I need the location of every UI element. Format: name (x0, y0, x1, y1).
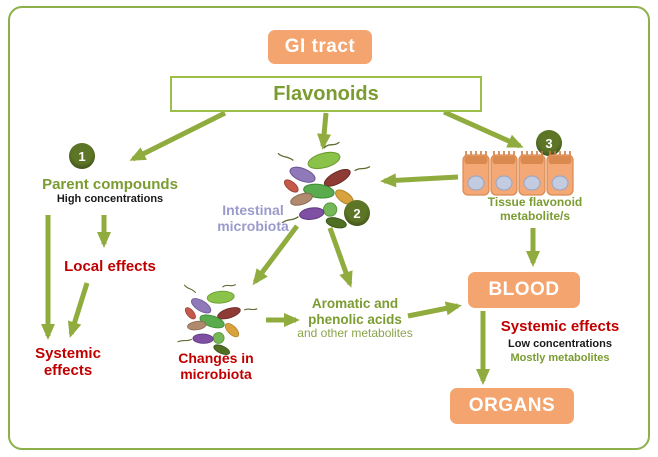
aromatic-phenolic-acids-label: Aromatic and phenolic acids (308, 296, 402, 327)
intestinal-microbiota-label: Intestinal microbiota (217, 202, 289, 235)
flavonoids-box: Flavonoids (170, 76, 482, 112)
parent-compounds-label: Parent compounds (42, 176, 178, 193)
changed-microbiota-illustration (172, 280, 262, 356)
systemic-effects-left-label: Systemic effects (35, 345, 101, 380)
flavonoids-label: Flavonoids (273, 82, 379, 105)
low-concentrations-label: Low concentrations (508, 338, 612, 351)
systemic-effects-right-label: Systemic effects (500, 318, 620, 335)
organs-label: ORGANS (468, 395, 556, 416)
systemic-right-block: Systemic effects Low concentrations Most… (490, 318, 630, 365)
tissue-cells-illustration (462, 150, 574, 196)
organs-box: ORGANS (450, 388, 574, 424)
step-1-badge: 1 (69, 143, 95, 169)
and-other-metabolites-label: and other metabolites (297, 326, 413, 341)
local-effects-label: Local effects (64, 258, 156, 275)
high-concentrations-label: High concentrations (56, 193, 164, 205)
step-3-badge: 3 (536, 130, 562, 156)
tissue-flavonoid-metabolites-label: Tissue flavonoid metabolite/s (487, 195, 583, 223)
gi-tract-label: GI tract (284, 36, 356, 57)
step-2-badge: 2 (344, 200, 370, 226)
blood-box: BLOOD (468, 272, 580, 308)
changes-in-microbiota-label: Changes in microbiota (178, 350, 254, 383)
mostly-metabolites-label: Mostly metabolites (510, 351, 610, 364)
diagram-border (8, 6, 650, 450)
gi-tract-box: GI tract (268, 30, 372, 64)
blood-label: BLOOD (488, 279, 560, 300)
aromatic-acids-block: Aromatic and phenolic acids and other me… (296, 296, 414, 341)
